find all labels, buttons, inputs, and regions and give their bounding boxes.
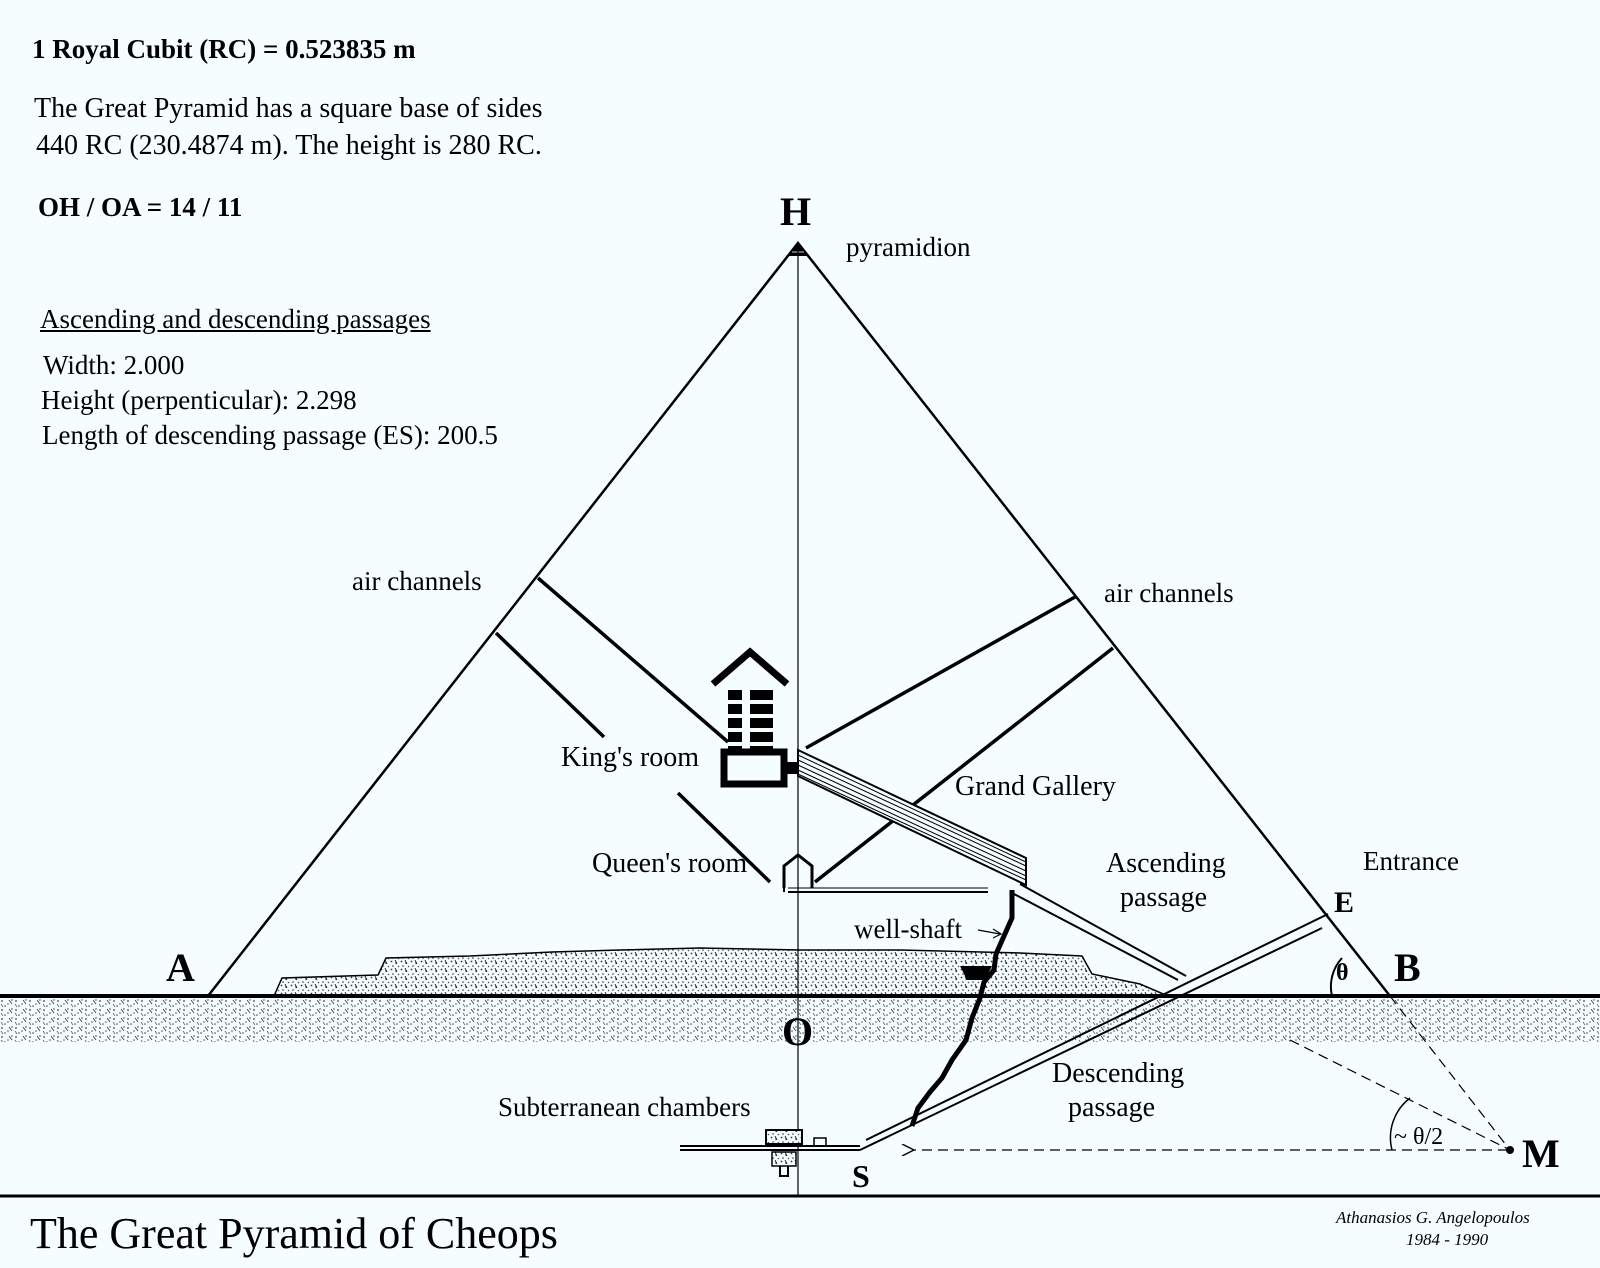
diagram-title: The Great Pyramid of Cheops <box>30 1209 558 1258</box>
bedrock-mound <box>272 947 1169 997</box>
well-shaft-line <box>909 890 1015 1127</box>
kings-room-icon <box>710 647 798 788</box>
half-theta-arc <box>1389 1097 1411 1151</box>
air-channel-right-upper <box>805 595 1076 750</box>
descending-passage-upper <box>865 913 1329 1141</box>
label-theta: θ <box>1336 960 1349 986</box>
passages-heading: Ascending and descending passages <box>40 304 431 334</box>
base-description-line2: 440 RC (230.4874 m). The height is 280 R… <box>36 130 542 161</box>
label-subterranean-chambers: Subterranean chambers <box>498 1092 751 1122</box>
subterranean-chambers-icon <box>680 1129 860 1177</box>
pyramid-outline <box>207 240 1391 997</box>
label-queens-room: Queen's room <box>592 848 748 879</box>
theta-arc <box>1329 957 1343 997</box>
ratio-oh-oa: OH / OA = 14 / 11 <box>38 192 243 222</box>
passages-height: Height (perpenticular): 2.298 <box>41 385 357 415</box>
label-air-channels-right: air channels <box>1104 578 1234 608</box>
descending-passage-lower <box>859 927 1323 1151</box>
label-ascending-1: Ascending <box>1106 848 1226 879</box>
label-entrance: Entrance <box>1363 846 1459 876</box>
label-s: S <box>852 1158 870 1194</box>
ascending-passage-upper <box>1019 883 1187 977</box>
label-descending-1: Descending <box>1052 1058 1185 1089</box>
label-b: B <box>1394 945 1421 990</box>
label-m: M <box>1522 1131 1560 1176</box>
air-channel-left-lower <box>494 631 606 739</box>
author-years: 1984 - 1990 <box>1406 1230 1489 1249</box>
label-kings-room: King's room <box>561 742 700 773</box>
base-description-line1: The Great Pyramid has a square base of s… <box>34 93 543 124</box>
grand-gallery <box>797 748 1027 887</box>
point-m <box>1506 1146 1514 1154</box>
passages-width: Width: 2.000 <box>43 350 185 380</box>
label-h: H <box>780 189 812 234</box>
label-air-channels-left: air channels <box>352 566 482 596</box>
air-channel-right-lower <box>813 646 1115 884</box>
passages-length: Length of descending passage (ES): 200.5 <box>42 420 498 450</box>
label-ascending-2: passage <box>1120 882 1208 913</box>
label-descending-2: passage <box>1068 1092 1156 1123</box>
dashed-line-mb <box>1389 995 1511 1151</box>
label-o: O <box>782 1009 814 1054</box>
ascending-passage-lower <box>1013 893 1179 981</box>
air-channel-left-lower-b <box>676 791 772 884</box>
author-name: Athanasios G. Angelopoulos <box>1336 1208 1530 1227</box>
label-e: E <box>1334 886 1355 919</box>
label-a: A <box>166 945 195 990</box>
label-grand-gallery: Grand Gallery <box>955 771 1116 802</box>
air-channel-left-upper <box>536 576 730 744</box>
label-well-shaft: well-shaft <box>854 914 962 944</box>
queens-room-icon <box>782 853 988 893</box>
grotto-icon <box>960 966 992 980</box>
dashed-line-m-mid <box>1289 1039 1511 1151</box>
ground-texture <box>0 998 1600 1042</box>
label-half-theta: ~ θ/2 <box>1394 1124 1444 1150</box>
label-pyramidion: pyramidion <box>846 232 971 262</box>
royal-cubit-definition: 1 Royal Cubit (RC) = 0.523835 m <box>32 34 416 64</box>
